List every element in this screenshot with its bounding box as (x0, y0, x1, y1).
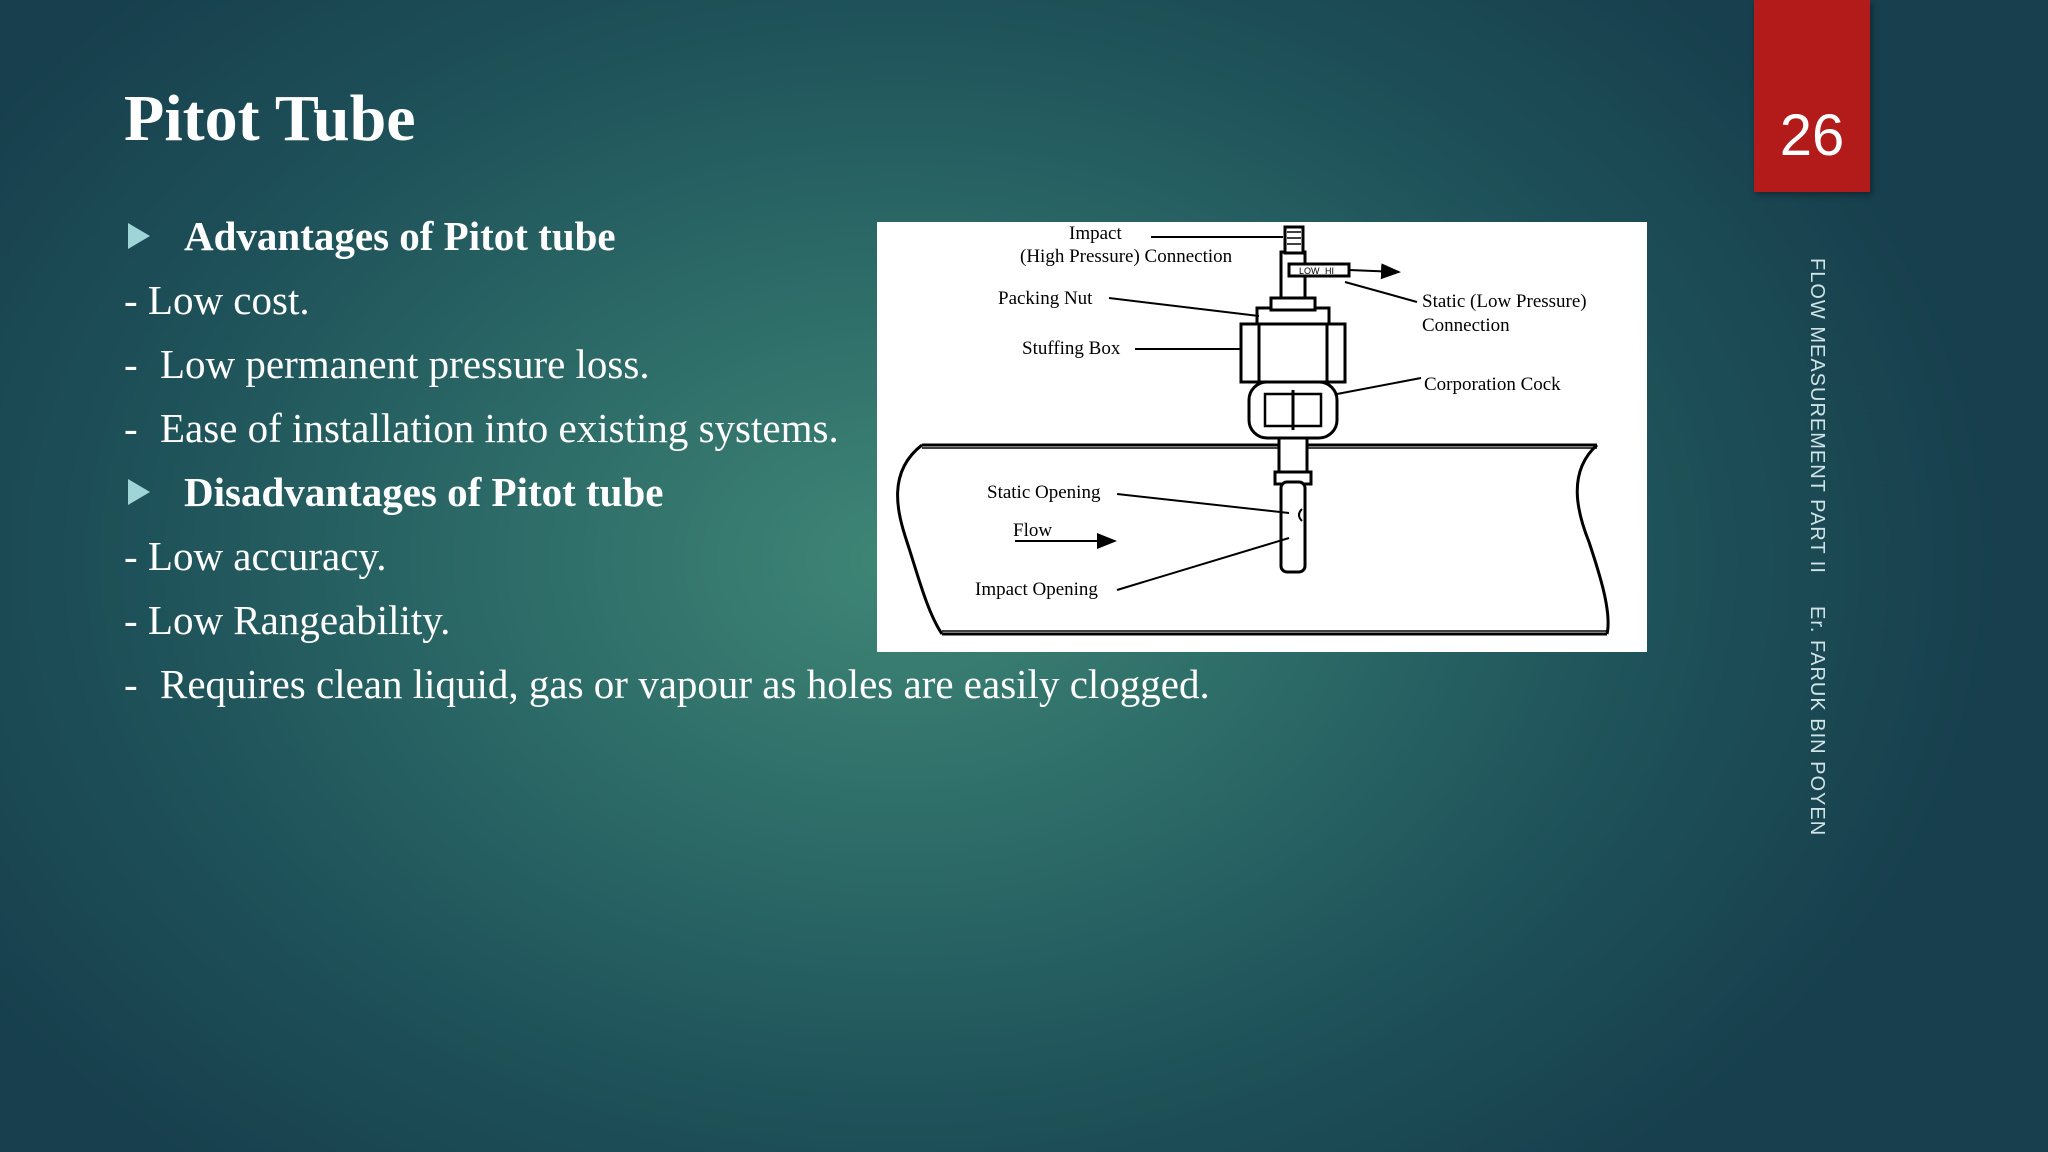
disadvantage-item-2: - Low Rangeability. (124, 597, 451, 643)
triangle-bullet-icon (128, 223, 150, 249)
label-corporation-cock: Corporation Cock (1424, 374, 1561, 395)
label-stuffing-box: Stuffing Box (1022, 338, 1121, 359)
advantage-item-3: Ease of installation into existing syste… (160, 405, 839, 451)
dash-marker: - (124, 405, 138, 451)
list-item: - Low Rangeability. (124, 588, 1324, 652)
advantage-item-1: - Low cost. (124, 277, 310, 323)
page-number-badge: 26 (1754, 0, 1870, 192)
pitot-tube-diagram: LOW HI Impact (High Pressure) Connection… (877, 222, 1647, 652)
list-item: - Low permanent pressure loss. (124, 332, 1324, 396)
disadvantages-heading-line: Disadvantages of Pitot tube (124, 460, 1324, 524)
label-static-opening: Static Opening (987, 482, 1101, 503)
bullet-list: Advantages of Pitot tube - Low cost. - L… (124, 204, 1324, 716)
dash-marker: - (124, 341, 138, 387)
triangle-bullet-icon (128, 479, 150, 505)
label-connection: Connection (1422, 315, 1510, 336)
vertical-footer: FLOW MEASUREMENT PART II Er. FARUK BIN P… (1805, 258, 1828, 837)
advantage-item-2: Low permanent pressure loss. (160, 341, 650, 387)
list-item: - Low accuracy. (124, 524, 1324, 588)
dash-marker: - (124, 661, 138, 707)
label-impact-connection: (High Pressure) Connection (1020, 246, 1233, 267)
disadvantages-heading: Disadvantages of Pitot tube (184, 469, 664, 515)
label-impact-opening: Impact Opening (975, 579, 1098, 600)
advantages-heading-line: Advantages of Pitot tube (124, 204, 1324, 268)
probe-shape (1239, 225, 1351, 574)
footer-course: FLOW MEASUREMENT PART II (1806, 258, 1828, 574)
pipe-shape (896, 443, 1610, 636)
label-packing-nut: Packing Nut (998, 288, 1093, 309)
label-flow: Flow (1013, 520, 1052, 541)
list-item: - Low cost. (124, 268, 1324, 332)
advantages-heading: Advantages of Pitot tube (184, 213, 616, 259)
disadvantage-item-3: Requires clean liquid, gas or vapour as … (160, 661, 1210, 707)
label-impact: Impact (1069, 223, 1122, 244)
slide-title: Pitot Tube (124, 82, 416, 155)
low-hi-label: LOW (1299, 266, 1320, 276)
disadvantage-item-1: - Low accuracy. (124, 533, 387, 579)
hi-label: HI (1325, 266, 1334, 276)
page-number: 26 (1779, 103, 1845, 168)
label-static-connection: Static (Low Pressure) (1422, 291, 1587, 312)
footer-author: Er. FARUK BIN POYEN (1806, 606, 1828, 837)
list-item: - Requires clean liquid, gas or vapour a… (124, 652, 1324, 716)
list-item: - Ease of installation into existing sys… (124, 396, 1324, 460)
